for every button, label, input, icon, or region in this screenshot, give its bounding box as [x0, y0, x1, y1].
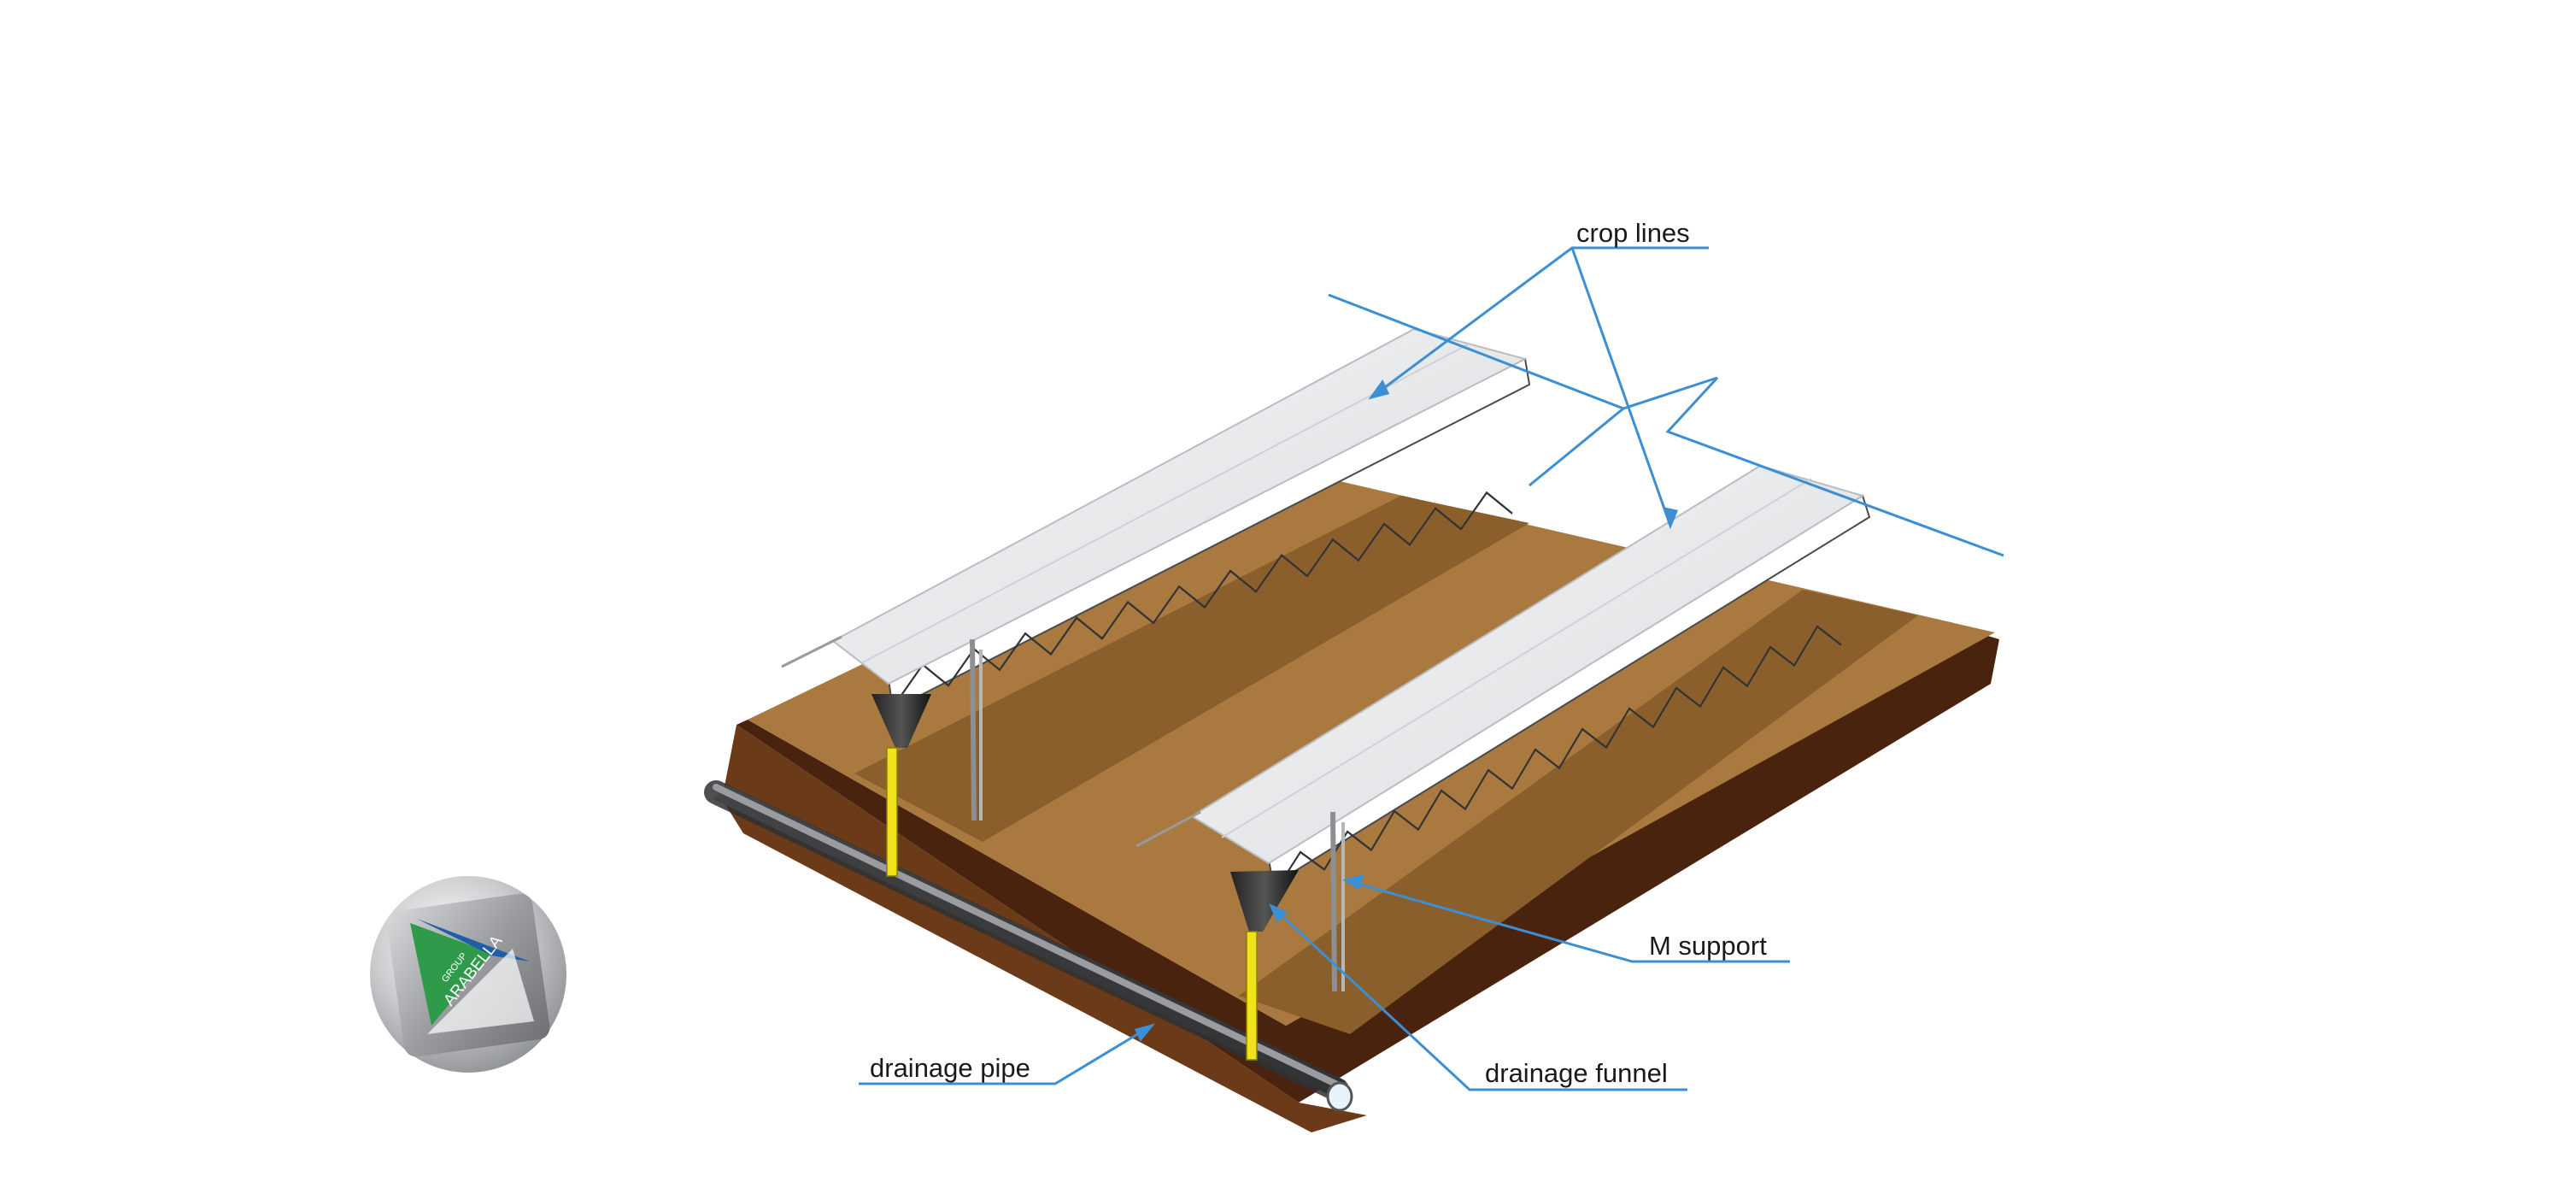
gutter-2-m-support — [1330, 811, 1337, 992]
gutter-2-top — [1190, 464, 1865, 865]
gutter-2-downpipe — [1246, 931, 1258, 1061]
leader-lines — [859, 246, 1790, 1091]
gutter-1-m-support — [970, 638, 977, 821]
gutter-1-funnel — [871, 694, 931, 748]
crop-lines — [1328, 293, 2004, 557]
label-crop-lines: crop lines — [1576, 218, 1690, 248]
leader-drainage-pipe — [859, 1024, 1153, 1085]
soil-front-edge — [722, 725, 1367, 1132]
soil-band-1 — [854, 496, 1529, 842]
pipe-opening — [1326, 1081, 1353, 1112]
leader-m-support — [1345, 879, 1790, 963]
logo-arrow-white — [427, 949, 534, 1034]
gutter-1-top — [831, 327, 1528, 685]
gutter-2-funnel — [1230, 870, 1299, 932]
logo-arrow-blue — [417, 919, 530, 962]
logo-arrow-green — [410, 923, 491, 1026]
soil-band-2 — [1239, 590, 1918, 1034]
label-drainage-pipe: drainage pipe — [870, 1053, 1030, 1083]
drainage-pipe — [704, 780, 1353, 1112]
label-drainage-funnel: drainage funnel — [1485, 1058, 1668, 1088]
arabella-logo: ARABELLA GROUP — [370, 876, 566, 1073]
gutter-1-downpipe — [886, 747, 898, 877]
gutter-1 — [781, 327, 1531, 877]
gutter-2-truss-zigzag — [1276, 625, 1842, 889]
gutter-2 — [1135, 464, 1871, 1061]
label-m-support: M support — [1649, 931, 1767, 961]
gutter-1-truss-zigzag — [896, 491, 1513, 703]
leader-drainage-funnel — [1270, 904, 1687, 1091]
crop-line-right — [1665, 376, 2004, 557]
